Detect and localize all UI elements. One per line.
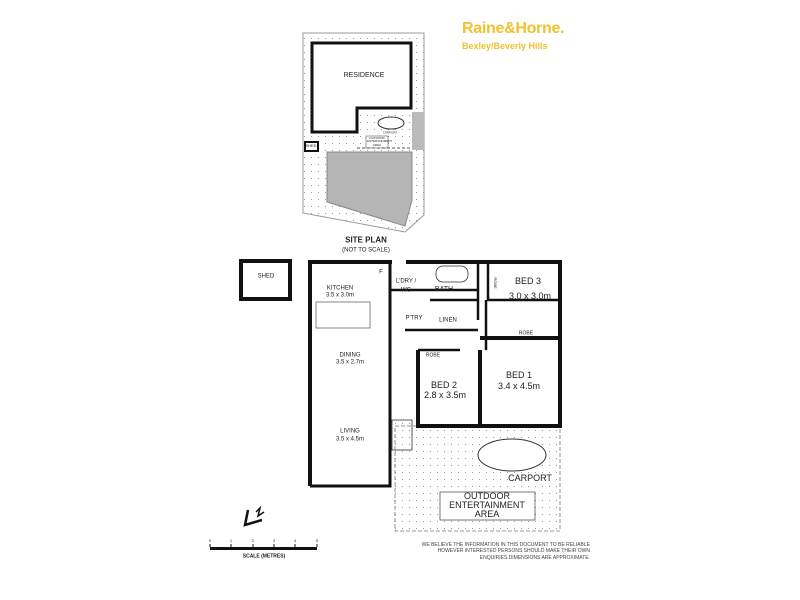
north-arrow-icon: [243, 505, 265, 527]
residence-outline: [310, 41, 413, 134]
laundry-label: L'DRY /: [395, 278, 417, 285]
carport-label: CARPORT: [508, 473, 552, 484]
site-plan-title: SITE PLAN: [345, 235, 387, 245]
driveway-strip: [412, 112, 424, 150]
linen-label: LINEN: [439, 317, 457, 324]
bed2-robe-label: ROBE: [425, 352, 441, 359]
site-outdoor-label: OUTDOOR ENTERTAINMENT AREA: [367, 136, 393, 147]
brand-office: Bexley/Beverly Hills: [462, 41, 548, 51]
scale-tick-5: 5: [315, 537, 319, 543]
scale-tick-0: 0: [208, 537, 212, 543]
shed-label: SHED: [257, 273, 275, 280]
kitchen-label: KITCHEN: [326, 285, 354, 292]
laundry-label-2: WC: [401, 287, 411, 294]
scale-tick-2: 2: [251, 537, 255, 543]
outdoor-box: [439, 491, 536, 521]
site-residence-label: RESIDENCE: [343, 72, 385, 80]
scale-tick-4: 4: [293, 537, 297, 543]
site-plan-subtitle: (NOT TO SCALE): [342, 247, 390, 254]
site-car-icon: [377, 116, 405, 130]
site-plan: [302, 32, 425, 233]
dining-label: DINING: [339, 352, 361, 359]
bed3-size: 3.0 x 3.0m: [508, 291, 552, 302]
bed2-label: BED 2: [430, 380, 458, 391]
bed3-label: BED 3: [514, 276, 542, 287]
living-label: LIVING: [340, 428, 360, 435]
site-shed-label: SHED: [305, 142, 317, 148]
carport-car-icon: [477, 438, 547, 472]
scale-bar: [209, 544, 318, 550]
bed2-size: 2.8 x 3.5m: [423, 390, 467, 401]
disclaimer: WE BELIEVE THE INFORMATION IN THIS DOCUM…: [421, 542, 590, 561]
bath-label: BATH: [434, 286, 454, 294]
dining-size: 3.5 x 2.7m: [335, 359, 365, 366]
site-shed: [304, 141, 319, 152]
stairs: [391, 419, 413, 451]
bed1-label: BED 1: [505, 370, 533, 381]
kitchen-size: 3.5 x 3.0m: [325, 292, 355, 299]
pantry-label: P'TRY: [405, 315, 423, 322]
bed1-robe-label: ROBE: [518, 330, 534, 337]
outdoor-label-3: AREA: [474, 509, 500, 520]
fridge-label: F: [379, 269, 383, 276]
lawn-area: [326, 151, 413, 227]
floor-plan: [239, 259, 562, 532]
bed3-robe-label: ROBE: [493, 277, 499, 289]
living-size: 3.5 x 4.5m: [335, 436, 365, 443]
brand-logo: Raine&Horne. Bexley/Beverly Hills: [462, 20, 565, 51]
bathtub: [435, 265, 469, 283]
outdoor-label-1: OUTDOOR: [464, 491, 510, 502]
scale-tick-3: 3: [272, 537, 276, 543]
scale-tick-1: 1: [229, 537, 233, 543]
outdoor-label-2: ENTERTAINMENT: [449, 500, 525, 511]
kitchen-bench: [315, 301, 371, 329]
bed1-size: 3.4 x 4.5m: [497, 381, 541, 392]
scale-label: SCALE (METRES): [242, 553, 286, 560]
brand-name: Raine&Horne.: [462, 20, 565, 37]
site-carport-label: CARPORT: [382, 130, 398, 135]
shed-outline: [239, 259, 292, 301]
